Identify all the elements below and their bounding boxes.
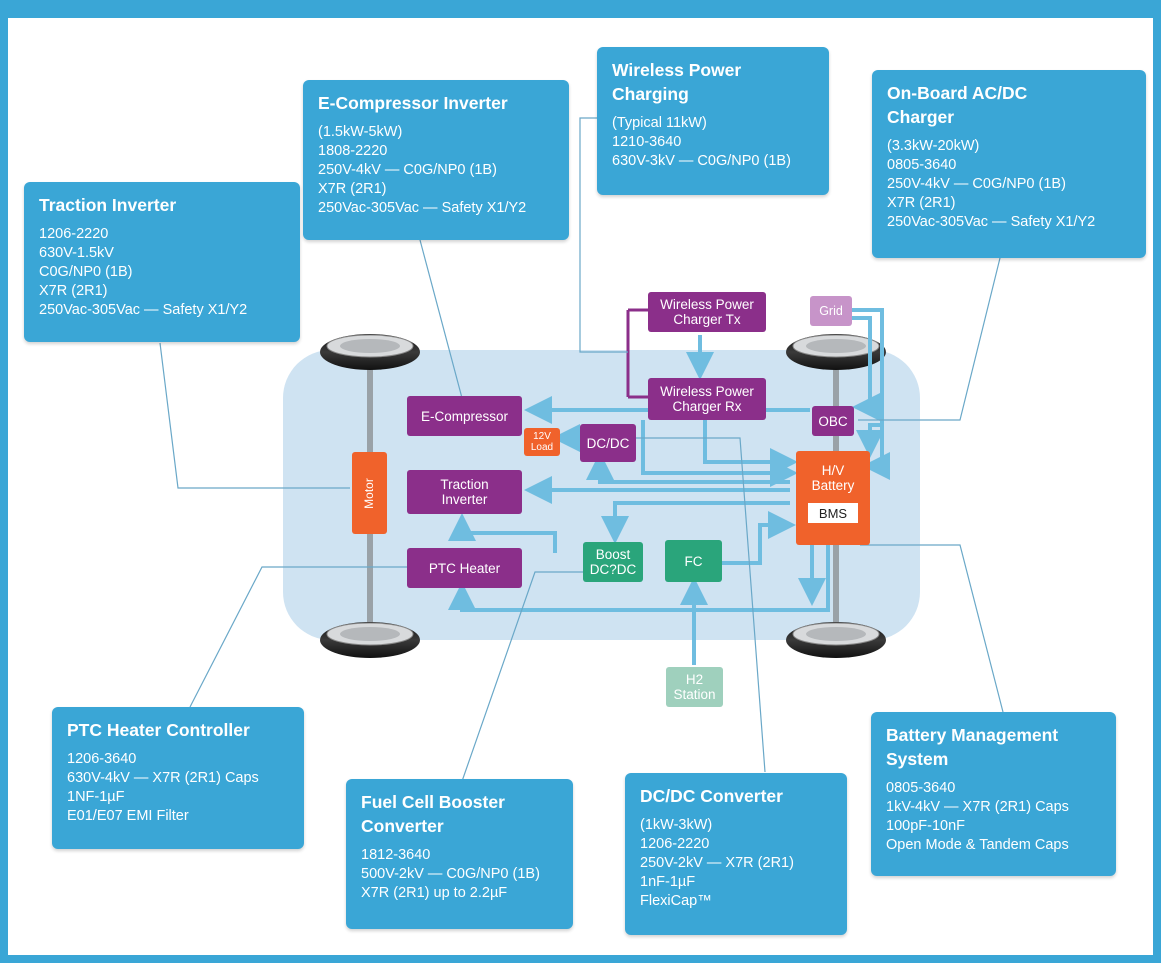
arrow-battery-to-dcdc bbox=[586, 452, 790, 484]
spec-line: 500V-2kV — C0G/NP0 (1B) bbox=[361, 866, 540, 882]
leader-lines bbox=[159, 117, 1004, 788]
spec-line: 250Vac-305Vac — Safety X1/Y2 bbox=[39, 302, 248, 318]
spec-line: 630V-1.5kV bbox=[39, 245, 114, 261]
arrow-battery-to-boost bbox=[601, 501, 790, 544]
frame-bottom-band bbox=[0, 955, 1161, 963]
panel-on-board-charger: On-Board AC/DC Charger (3.3kW-20kW) 0805… bbox=[872, 70, 1146, 258]
bms-block: BMS bbox=[808, 503, 858, 523]
frame-top-band bbox=[0, 0, 1161, 18]
panel-title: On-Board AC/DC Charger bbox=[887, 83, 1028, 127]
spec-line: 250V-4kV — C0G/NP0 (1B) bbox=[887, 176, 1066, 192]
leader-dcdc bbox=[636, 437, 766, 773]
spec-line: FlexiCap™ bbox=[640, 893, 712, 909]
spec-line: 1808-2220 bbox=[318, 143, 388, 159]
spec-line: E01/E07 EMI Filter bbox=[67, 808, 189, 824]
h2-station-block: H2 Station bbox=[666, 667, 723, 707]
panel-title: Fuel Cell Booster Converter bbox=[361, 792, 505, 836]
spec-line: (Typical 11kW) bbox=[612, 115, 707, 131]
arrow-to-battery-mid bbox=[641, 420, 798, 487]
spec-line: C0G/NP0 (1B) bbox=[39, 264, 133, 280]
arrow-boost-to-traction bbox=[448, 513, 557, 553]
panel-title: Battery Management System bbox=[886, 725, 1059, 769]
spec-line: X7R (2R1) bbox=[39, 283, 108, 299]
wireless-charger-rx-block: Wireless Power Charger Rx bbox=[648, 378, 766, 420]
spec-line: 250V-2kV — X7R (2R1) bbox=[640, 855, 794, 871]
panel-title: PTC Heater Controller bbox=[67, 720, 250, 740]
ptc-heater-block: PTC Heater bbox=[407, 548, 522, 588]
arrow-battery-to-ptc bbox=[448, 545, 830, 612]
spec-line: 630V-4kV — X7R (2R1) Caps bbox=[67, 770, 259, 786]
arrow-obc-to-battery bbox=[856, 423, 884, 458]
spec-line: 1206-3640 bbox=[67, 751, 137, 767]
spec-line: 1NF-1µF bbox=[67, 789, 125, 805]
motor-block: Motor bbox=[352, 452, 387, 534]
arrow-grid-to-obc bbox=[852, 316, 880, 421]
spec-line: (3.3kW-20kW) bbox=[887, 138, 980, 154]
panel-dcdc-converter: DC/DC Converter (1kW-3kW) 1206-2220 250V… bbox=[625, 773, 847, 935]
wireless-charger-tx-block: Wireless Power Charger Tx bbox=[648, 292, 766, 332]
spec-line: 250V-4kV — C0G/NP0 (1B) bbox=[318, 162, 497, 178]
panel-wireless-power-charging: Wireless Power Charging (Typical 11kW) 1… bbox=[597, 47, 829, 195]
load-12v-block: 12V Load bbox=[524, 428, 560, 456]
frame-right-band bbox=[1153, 0, 1161, 963]
hv-battery-block: H/V Battery bbox=[796, 451, 870, 545]
boost-dcdc-block: Boost DC?DC bbox=[583, 542, 643, 582]
spec-line: 0805-3640 bbox=[886, 780, 956, 796]
spec-line: X7R (2R1) bbox=[318, 181, 387, 197]
dcdc-block: DC/DC bbox=[580, 424, 636, 462]
wheels bbox=[320, 334, 886, 658]
spec-line: 1210-3640 bbox=[612, 134, 682, 150]
spec-line: X7R (2R1) bbox=[887, 195, 956, 211]
leader-fuelcell bbox=[459, 571, 583, 788]
panel-title: E-Compressor Inverter bbox=[318, 93, 508, 113]
spec-line: 100pF-10nF bbox=[886, 818, 965, 834]
spec-line: X7R (2R1) up to 2.2µF bbox=[361, 885, 508, 901]
spec-line: (1.5kW-5kW) bbox=[318, 124, 403, 140]
spec-line: 1206-2220 bbox=[640, 836, 710, 852]
panel-title: DC/DC Converter bbox=[640, 786, 783, 806]
wheel-front-left bbox=[320, 334, 420, 370]
spec-line: 1812-3640 bbox=[361, 847, 431, 863]
spec-line: 1nF-1µF bbox=[640, 874, 696, 890]
arrow-grid-to-battery bbox=[852, 308, 890, 480]
leader-bms bbox=[860, 544, 1004, 713]
wheel-front-right bbox=[786, 334, 886, 370]
leader-wireless bbox=[579, 117, 628, 353]
panel-title: Wireless Power Charging bbox=[612, 60, 742, 104]
panel-fuel-cell-booster: Fuel Cell Booster Converter 1812-3640 50… bbox=[346, 779, 573, 929]
leader-ecompressor bbox=[419, 239, 463, 399]
spec-line: 630V-3kV — C0G/NP0 (1B) bbox=[612, 153, 791, 169]
arrow-fc-to-battery bbox=[722, 511, 796, 565]
frame-left-band bbox=[0, 0, 8, 963]
power-flow-arrows bbox=[448, 308, 890, 665]
spec-line: (1kW-3kW) bbox=[640, 817, 713, 833]
leader-ptc bbox=[189, 566, 408, 708]
obc-block: OBC bbox=[812, 406, 854, 436]
arrow-rx-to-battery bbox=[703, 420, 798, 476]
traction-inverter-block: Traction Inverter bbox=[407, 470, 522, 514]
panel-battery-management-system: Battery Management System 0805-3640 1kV-… bbox=[871, 712, 1116, 876]
panel-title: Traction Inverter bbox=[39, 195, 177, 215]
fuel-cell-block: FC bbox=[665, 540, 722, 582]
spec-line: 250Vac-305Vac — Safety X1/Y2 bbox=[887, 214, 1096, 230]
wheel-rear-right bbox=[786, 622, 886, 658]
wheel-rear-left bbox=[320, 622, 420, 658]
motor-label: Motor bbox=[362, 477, 376, 509]
panel-e-compressor-inverter: E-Compressor Inverter (1.5kW-5kW) 1808-2… bbox=[303, 80, 569, 240]
e-compressor-block: E-Compressor bbox=[407, 396, 522, 436]
leader-traction bbox=[159, 342, 350, 489]
spec-line: 0805-3640 bbox=[887, 157, 957, 173]
spec-line: 1kV-4kV — X7R (2R1) Caps bbox=[886, 799, 1069, 815]
spec-line: 250Vac-305Vac — Safety X1/Y2 bbox=[318, 200, 527, 216]
leader-obc bbox=[858, 257, 1001, 421]
wireless-coupling bbox=[626, 308, 648, 399]
panel-ptc-heater-controller: PTC Heater Controller 1206-3640 630V-4kV… bbox=[52, 707, 304, 849]
grid-block: Grid bbox=[810, 296, 852, 326]
spec-line: Open Mode & Tandem Caps bbox=[886, 837, 1069, 853]
panel-traction-inverter: Traction Inverter 1206-2220 630V-1.5kV C… bbox=[24, 182, 300, 342]
spec-line: 1206-2220 bbox=[39, 226, 109, 242]
